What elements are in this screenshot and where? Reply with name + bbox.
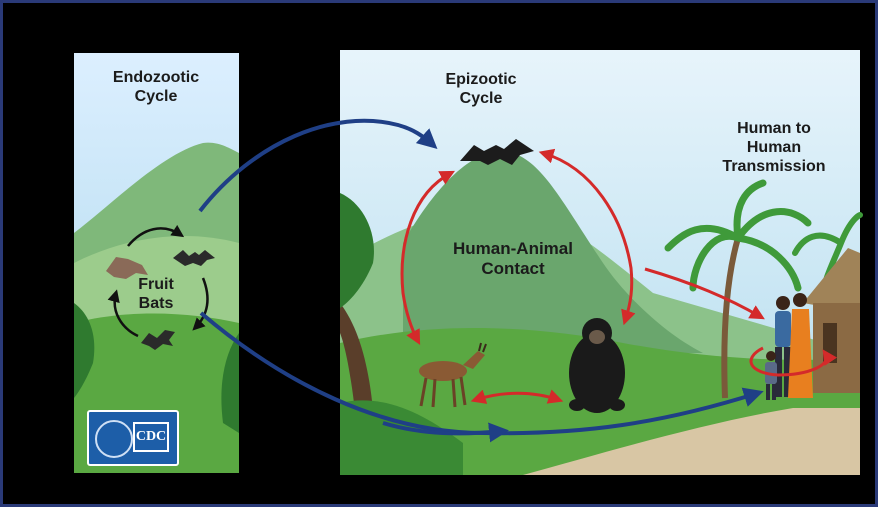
hhs-eagle-icon bbox=[95, 420, 133, 458]
epizootic-panel bbox=[340, 50, 860, 475]
cdc-logo-text: CDC bbox=[133, 422, 169, 452]
human-transmission-label: Human to Human Transmission bbox=[703, 119, 845, 177]
human-animal-contact-label: Human-Animal Contact bbox=[443, 239, 583, 280]
cdc-logo: CDC bbox=[87, 410, 179, 466]
fruit-bats-label: Fruit Bats bbox=[121, 275, 191, 313]
epizootic-title: Epizootic Cycle bbox=[431, 70, 531, 108]
endozootic-title: Endozootic Cycle bbox=[91, 68, 221, 106]
